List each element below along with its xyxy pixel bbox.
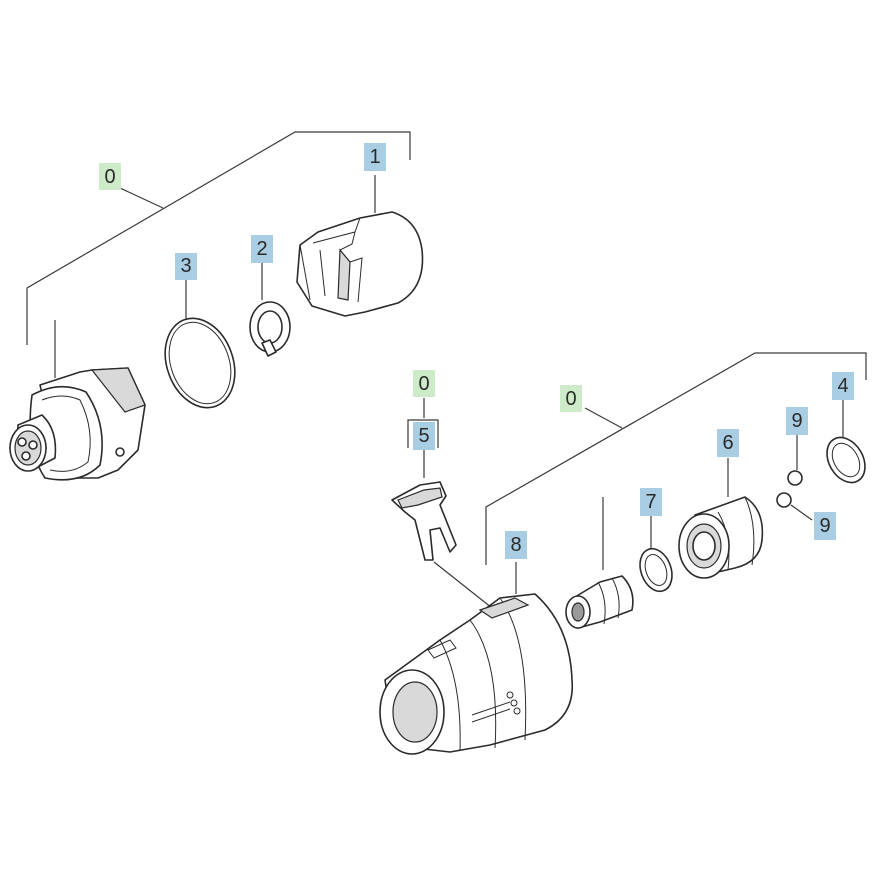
svg-text:8: 8 xyxy=(510,534,521,556)
label-part-1: 1 xyxy=(364,143,386,171)
svg-text:9: 9 xyxy=(819,515,830,537)
left-group-bracket xyxy=(26,131,411,345)
part-1-cap[interactable] xyxy=(296,175,424,317)
svg-text:5: 5 xyxy=(418,425,429,447)
label-part-8: 8 xyxy=(505,531,527,559)
svg-text:1: 1 xyxy=(369,146,380,168)
label-group-small: 0 xyxy=(413,370,435,397)
svg-text:2: 2 xyxy=(256,238,267,260)
part-4-oring[interactable] xyxy=(819,400,872,489)
label-group-left: 0 xyxy=(99,163,121,190)
part-3-oring[interactable] xyxy=(153,280,246,418)
label-part-5: 5 xyxy=(413,422,435,450)
label-part-9-bottom: 9 xyxy=(814,512,836,540)
svg-text:0: 0 xyxy=(418,373,429,395)
part-7-oring[interactable] xyxy=(634,515,677,596)
svg-text:0: 0 xyxy=(565,388,576,410)
small-group-bracket xyxy=(407,398,439,478)
label-part-4: 4 xyxy=(832,372,854,400)
label-part-2: 2 xyxy=(251,235,273,263)
label-part-7: 7 xyxy=(640,488,662,516)
part-2-clip[interactable] xyxy=(249,263,291,357)
svg-text:6: 6 xyxy=(722,432,733,454)
part-5-locking-clip[interactable] xyxy=(391,481,493,609)
svg-text:7: 7 xyxy=(645,491,656,513)
label-part-9-top: 9 xyxy=(786,407,808,435)
label-group-right: 0 xyxy=(560,385,582,412)
part-9-balls[interactable] xyxy=(776,435,813,521)
label-part-6: 6 xyxy=(717,429,739,457)
svg-text:0: 0 xyxy=(104,166,115,188)
left-connector-body[interactable] xyxy=(9,320,146,481)
label-part-3: 3 xyxy=(175,253,197,280)
svg-text:4: 4 xyxy=(837,375,848,397)
svg-text:3: 3 xyxy=(180,255,191,277)
part-6-sleeve[interactable] xyxy=(678,458,764,579)
svg-text:9: 9 xyxy=(791,410,802,432)
inner-valve-piece[interactable] xyxy=(565,497,634,629)
part-8-housing[interactable] xyxy=(379,562,574,755)
right-group-bracket xyxy=(485,352,867,565)
